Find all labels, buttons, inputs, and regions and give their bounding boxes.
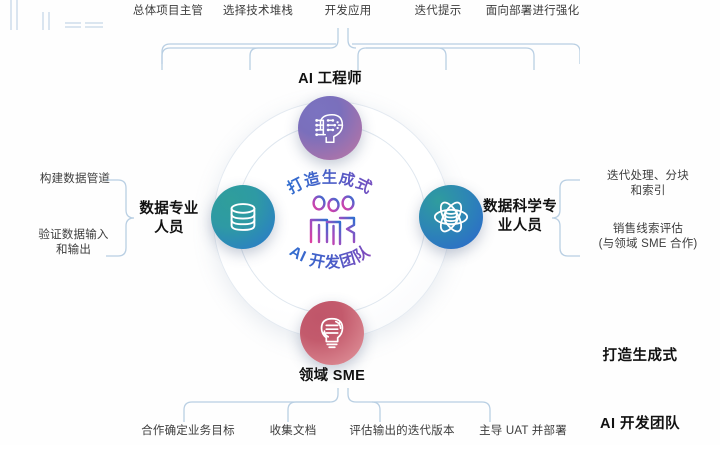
right-task-0: 迭代处理、分块 和索引 [607, 170, 689, 197]
left-task-0: 构建数据管道 [39, 173, 111, 185]
right-stem [85, 22, 104, 28]
corner-caption: 打造生成式 AI 开发团队 [570, 305, 710, 475]
node-domain-sme-label: 领域 SME [298, 368, 366, 384]
top-brace-outer [161, 43, 580, 64]
node-domain-sme[interactable] [300, 301, 364, 365]
top-task-0: 总体项目主管 [132, 5, 204, 17]
node-data-science-label: 数据科学专 业人员 [483, 199, 557, 234]
bottom-brace [183, 388, 491, 422]
left-task-1: 验证数据输入 和输出 [38, 229, 109, 256]
bottom-task-2: 评估输出的迭代版本 [349, 425, 455, 437]
node-data-professional[interactable] [211, 185, 275, 249]
database-icon [230, 203, 256, 231]
node-ai-engineer[interactable] [298, 96, 362, 160]
corner-caption-line2: AI 开发团队 [599, 416, 681, 432]
top-task-1: 选择技术堆栈 [222, 5, 294, 17]
top-stem [10, 0, 18, 30]
top-task-3: 迭代提示 [414, 5, 462, 17]
node-data-science-professional[interactable] [419, 185, 483, 249]
left-stem [64, 22, 81, 28]
diagram-canvas: 总体项目主管 选择技术堆栈 开发应用 迭代提示 面向部署进行强化 合作确定业务目… [10, 0, 698, 437]
node-ai-engineer-label: AI 工程师 [298, 71, 362, 87]
ai-head-circuit-icon [315, 113, 344, 144]
bottom-task-1: 收集文档 [269, 425, 317, 437]
people-team-icon [309, 195, 356, 246]
bottom-stem [42, 12, 51, 30]
right-task-1: 销售线索评估 (与领域 SME 合作) [598, 223, 698, 250]
arc-captions: 打造生成式 AI 开发团队 [284, 168, 375, 272]
left-brace [106, 179, 135, 257]
bottom-task-3: 主导 UAT 并部署 [479, 425, 567, 437]
node-data-professional-label: 数据专业 人员 [139, 201, 199, 236]
lightbulb-idea-icon [320, 317, 344, 349]
right-brace [551, 179, 580, 257]
atom-data-icon [433, 201, 469, 233]
top-task-4: 面向部署进行强化 [485, 5, 580, 17]
top-task-2: 开发应用 [324, 5, 372, 17]
corner-caption-line1: 打造生成式 [602, 348, 678, 364]
bottom-task-0: 合作确定业务目标 [141, 425, 235, 437]
